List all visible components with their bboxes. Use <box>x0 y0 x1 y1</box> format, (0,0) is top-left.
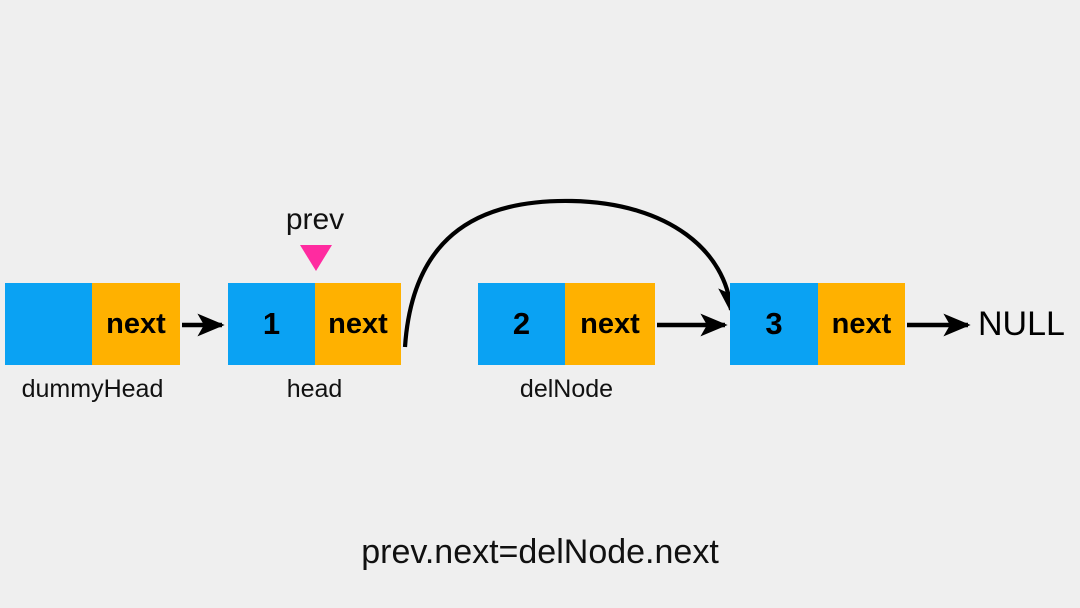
node-value-cell: 3 <box>730 283 818 365</box>
node-next-cell: next <box>565 283 655 365</box>
list-node-3: 3 next <box>730 283 905 365</box>
node-value-cell: 2 <box>478 283 565 365</box>
node-next-cell: next <box>92 283 180 365</box>
diagram-caption: prev.next=delNode.next <box>361 533 719 571</box>
node-value-cell: 1 <box>228 283 315 365</box>
list-node-dummy-head: next <box>5 283 180 365</box>
list-node-del-node: 2 next <box>478 283 655 365</box>
node-next-cell: next <box>315 283 401 365</box>
null-terminator-label: NULL <box>978 305 1065 343</box>
node-caption-head: head <box>286 375 343 403</box>
node-next-cell: next <box>818 283 905 365</box>
node-caption-del-node: delNode <box>519 375 614 403</box>
list-node-head: 1 next <box>228 283 401 365</box>
node-value-cell <box>5 283 92 365</box>
node-caption-dummy-head: dummyHead <box>21 375 164 403</box>
pointer-label-prev: prev <box>285 203 345 236</box>
pointer-triangle-down-icon <box>300 245 332 271</box>
